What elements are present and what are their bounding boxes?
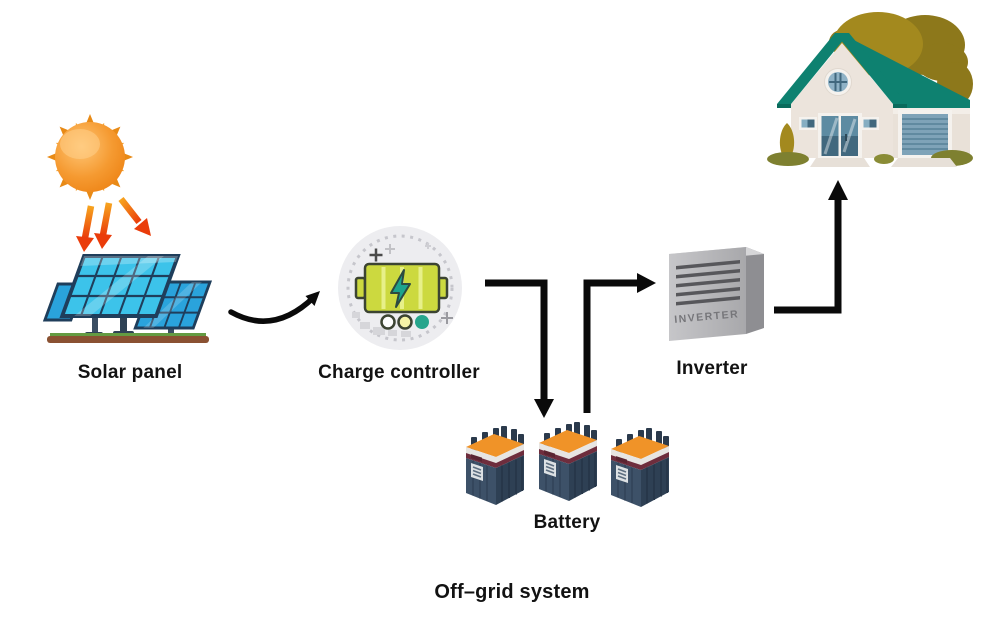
charge-controller-icon [338,226,462,350]
diagram-title: Off–grid system [434,581,590,603]
curved-arrow-icon [228,291,320,324]
battery-label: Battery [533,512,601,533]
house-icon [767,12,973,167]
arrow-battery-to-inverter [583,273,656,413]
sun-ray-arrows-icon [76,196,151,252]
battery-bank-icon [465,421,670,508]
inverter-label: Inverter [676,358,748,379]
battery-icon [610,427,670,508]
solar-panel-icon [42,254,213,343]
battery-icon [538,421,598,502]
lightning-bolt-icon [390,269,411,308]
arrow-inverter-to-house [774,180,848,314]
charge-controller-label: Charge controller [318,362,480,383]
indicator-lights-icon [380,314,429,330]
inverter-icon: INVERTER [669,247,764,341]
sun-icon [47,114,133,200]
solar-panel-label: Solar panel [77,362,183,383]
battery-icon [465,425,525,506]
inverter-device-text: INVERTER [674,308,740,326]
arrow-controller-to-battery [485,279,554,418]
